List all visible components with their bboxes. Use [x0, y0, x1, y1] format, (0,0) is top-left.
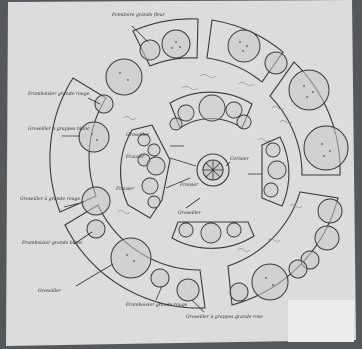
label-left-upper: Framboisier grande rouge: [27, 91, 90, 97]
plant-circle: [237, 115, 251, 129]
plant-circle: [142, 178, 158, 194]
plant-circle: [289, 260, 307, 278]
plant-circle: [151, 269, 169, 287]
center-segments: [203, 160, 223, 180]
plant-circle: [87, 220, 105, 238]
label-inner-left: Fraisier: [125, 154, 145, 160]
plant-circle: [178, 105, 194, 121]
plant-circle: [95, 95, 113, 113]
label-inner-low: Fraisier: [115, 186, 135, 192]
plant-circle: [147, 157, 165, 175]
plant-circle: [201, 223, 221, 243]
label-bottom-b: Groseiller à grappes grande rose: [186, 313, 263, 320]
plant-circle: [226, 102, 242, 118]
label-bottom-a: Framboisier grande rouge: [125, 302, 188, 308]
plant-circle: [82, 187, 110, 215]
plant-circle: [264, 183, 278, 197]
plant-circle: [179, 223, 193, 237]
plant-circle: [315, 226, 339, 250]
label-inner-mid: Fraisier: [179, 182, 199, 188]
label-center: Cerisier: [230, 156, 249, 162]
plant-circle: [252, 264, 288, 300]
plant-circle: [199, 95, 225, 121]
plant-circle: [111, 238, 151, 278]
label-inner-upper: Groseiller: [126, 132, 150, 138]
plant-circle: [227, 223, 241, 237]
plant-circle: [148, 144, 160, 156]
label-left-middle: Groseiller à grappes blanc: [28, 125, 90, 132]
label-left-lower: Groseiller à grande rouge: [20, 195, 81, 202]
label-inner-bottom: Groseiller: [178, 210, 202, 216]
plant-circle: [106, 59, 142, 95]
plant-circle: [170, 118, 182, 130]
plant-circle: [268, 161, 286, 179]
plant-circle: [162, 30, 190, 58]
plant-circle: [266, 143, 280, 157]
label-left-bottom-a: Framboisier grande blanc: [21, 240, 83, 246]
plant-circle: [140, 40, 160, 60]
plant-circle: [289, 70, 329, 110]
plant-circle: [148, 196, 160, 208]
plant-circle: [228, 30, 260, 62]
plant-circle: [318, 199, 342, 223]
label-top-left: Fomitoire grande fleur: [111, 12, 166, 18]
plant-circle: [304, 126, 348, 170]
plant-circle: [177, 279, 199, 301]
plant-circle: [265, 52, 287, 74]
sticky-note: [288, 300, 354, 342]
plant-circle: [230, 283, 248, 301]
label-left-bottom-b: Groseiller: [38, 288, 62, 294]
